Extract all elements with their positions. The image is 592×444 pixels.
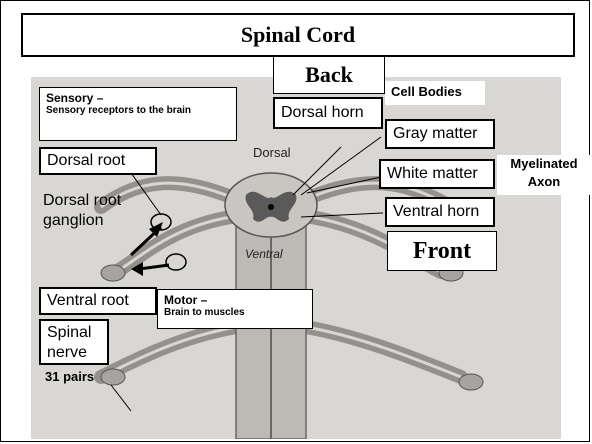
dorsal-horn-label: Dorsal horn (273, 97, 383, 129)
dorsal-root-label: Dorsal root (39, 147, 157, 175)
myelinated-axon-label: Myelinated Axon (497, 155, 591, 195)
pairs-label: 31 pairs (45, 369, 115, 389)
motor-title: Motor – (164, 293, 306, 307)
sensory-box: Sensory – Sensory receptors to the brain (39, 87, 237, 141)
ventral-text: Ventral (245, 247, 283, 261)
dorsal-root-ganglion-label: Dorsal root ganglion (43, 191, 135, 237)
cell-bodies-label: Cell Bodies (385, 81, 485, 105)
gray-matter-label: Gray matter (385, 119, 495, 149)
dorsal-text: Dorsal (253, 145, 291, 160)
sensory-description: Sensory receptors to the brain (46, 105, 230, 116)
motor-description: Brain to muscles (164, 307, 306, 318)
front-label: Front (387, 231, 497, 271)
slide-title: Spinal Cord (21, 13, 575, 57)
white-matter-label: White matter (379, 159, 495, 189)
spinal-nerve-label: Spinal nerve (39, 319, 109, 365)
sensory-title: Sensory – (46, 91, 230, 105)
ventral-root-label: Ventral root (39, 287, 157, 315)
motor-box: Motor – Brain to muscles (157, 289, 313, 329)
ventral-horn-label: Ventral horn (385, 197, 495, 227)
back-label: Back (273, 56, 385, 94)
